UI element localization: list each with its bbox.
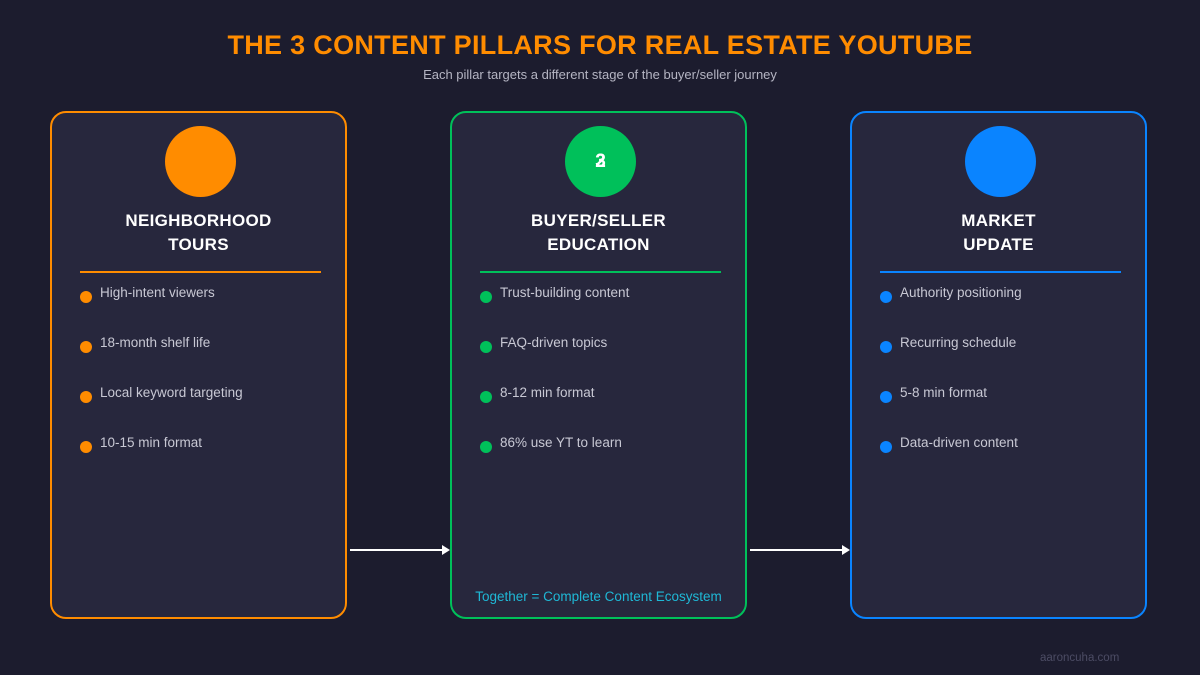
- bullet-dot-icon: [480, 391, 492, 403]
- pillar-divider: [880, 271, 1121, 273]
- bullet-text: Authority positioning: [900, 285, 1022, 300]
- bullet-text: Data-driven content: [900, 435, 1018, 450]
- pillar-bullet: Recurring schedule: [880, 335, 1022, 385]
- arrow-right-icon: [350, 545, 450, 555]
- pillar-number-overlay: 3: [595, 151, 606, 172]
- pillar-bullet-list: High-intent viewers 18-month shelf life …: [80, 285, 243, 485]
- pillar-title: BUYER/SELLER EDUCATION: [452, 209, 745, 257]
- bullet-text: 8-12 min format: [500, 385, 595, 400]
- pillar-divider: [480, 271, 721, 273]
- pillar-card-neighborhood-tours: NEIGHBORHOOD TOURS High-intent viewers 1…: [50, 111, 347, 619]
- pillar-title: NEIGHBORHOOD TOURS: [52, 209, 345, 257]
- bullet-dot-icon: [480, 291, 492, 303]
- pillar-title-line-1: NEIGHBORHOOD: [125, 211, 272, 230]
- ecosystem-note: Together = Complete Content Ecosystem: [475, 589, 722, 604]
- pillar-bullet: Local keyword targeting: [80, 385, 243, 435]
- pillar-bullet: Authority positioning: [880, 285, 1022, 335]
- bullet-text: Recurring schedule: [900, 335, 1017, 350]
- bullet-text: High-intent viewers: [100, 285, 215, 300]
- bullet-text: 18-month shelf life: [100, 335, 211, 350]
- page-title: THE 3 CONTENT PILLARS FOR REAL ESTATE YO…: [227, 30, 973, 60]
- pillar-title-line-1: BUYER/SELLER: [531, 211, 666, 230]
- page-subtitle: Each pillar targets a different stage of…: [423, 67, 777, 82]
- pillar-circle-icon: [165, 126, 236, 197]
- pillar-card-market-update: MARKET UPDATE Authority positioning Recu…: [850, 111, 1147, 619]
- pillar-number: [165, 126, 236, 197]
- pillar-card-buyer-seller-education: 2 3 BUYER/SELLER EDUCATION Trust-buildin…: [450, 111, 747, 619]
- pillar-bullet: High-intent viewers: [80, 285, 243, 335]
- bullet-dot-icon: [880, 441, 892, 453]
- bullet-text: 5-8 min format: [900, 385, 988, 400]
- pillar-number: [965, 126, 1036, 197]
- pillar-bullet: 8-12 min format: [480, 385, 629, 435]
- bullet-dot-icon: [480, 341, 492, 353]
- bullet-text: Trust-building content: [500, 285, 630, 300]
- bullet-dot-icon: [80, 341, 92, 353]
- bullet-dot-icon: [480, 441, 492, 453]
- pillar-bullet-list: Trust-building content FAQ-driven topics…: [480, 285, 629, 485]
- pillar-bullet: Data-driven content: [880, 435, 1022, 485]
- pillar-bullet-list: Authority positioning Recurring schedule…: [880, 285, 1022, 485]
- pillar-title-line-2: TOURS: [168, 235, 229, 254]
- pillar-circle-icon: 2 3: [565, 126, 636, 197]
- bullet-dot-icon: [880, 341, 892, 353]
- bullet-dot-icon: [880, 291, 892, 303]
- pillar-bullet: 18-month shelf life: [80, 335, 243, 385]
- bullet-text: 86% use YT to learn: [500, 435, 622, 450]
- pillar-divider: [80, 271, 321, 273]
- bullet-dot-icon: [80, 441, 92, 453]
- arrow-head: [842, 545, 850, 555]
- arrow-right-icon: [750, 545, 850, 555]
- bullet-text: 10-15 min format: [100, 435, 203, 450]
- bullet-dot-icon: [80, 391, 92, 403]
- pillar-title: MARKET UPDATE: [852, 209, 1145, 257]
- watermark: aaroncuha.com: [1040, 652, 1120, 664]
- pillar-number: 2: [595, 151, 606, 172]
- pillar-bullet: 10-15 min format: [80, 435, 243, 485]
- pillar-circle-icon: [965, 126, 1036, 197]
- pillar-title-line-2: UPDATE: [963, 235, 1034, 254]
- bullet-text: FAQ-driven topics: [500, 335, 608, 350]
- pillar-bullet: FAQ-driven topics: [480, 335, 629, 385]
- pillar-title-line-1: MARKET: [961, 211, 1036, 230]
- pillar-bullet: 86% use YT to learn: [480, 435, 629, 485]
- bullet-text: Local keyword targeting: [100, 385, 243, 400]
- arrow-head: [442, 545, 450, 555]
- bullet-dot-icon: [80, 291, 92, 303]
- pillar-title-line-2: EDUCATION: [547, 235, 650, 254]
- pillar-bullet: 5-8 min format: [880, 385, 1022, 435]
- pillar-bullet: Trust-building content: [480, 285, 629, 335]
- bullet-dot-icon: [880, 391, 892, 403]
